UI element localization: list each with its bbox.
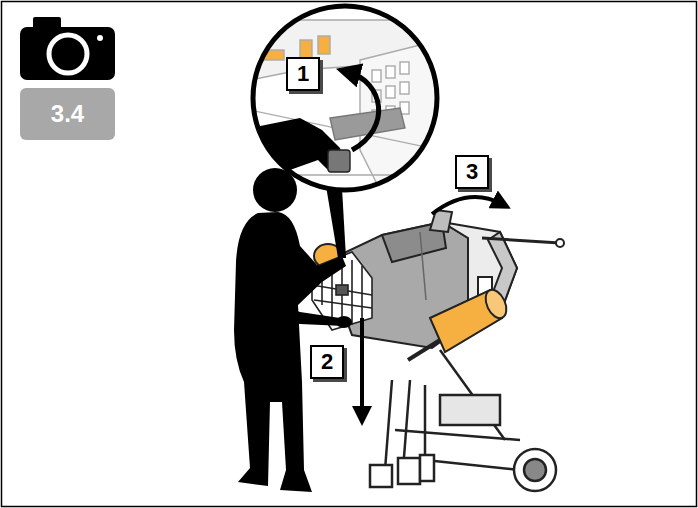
person-silhouette	[234, 168, 352, 492]
step-number: 3.4	[51, 100, 84, 128]
callout-box: 2	[310, 345, 344, 379]
step-number-box: 3.4	[20, 88, 115, 140]
camera-icon	[20, 17, 115, 80]
callout-number: 1	[297, 61, 309, 87]
callout-box: 3	[455, 155, 489, 189]
detail-inset	[250, 6, 440, 190]
inset-pointer	[326, 186, 346, 258]
callout-number: 2	[321, 349, 333, 375]
callout-box: 1	[286, 57, 320, 91]
rotate-arrow	[432, 197, 502, 214]
saw-stand	[370, 350, 556, 491]
push-down-arrow	[360, 318, 364, 416]
callout-number: 3	[466, 159, 478, 185]
